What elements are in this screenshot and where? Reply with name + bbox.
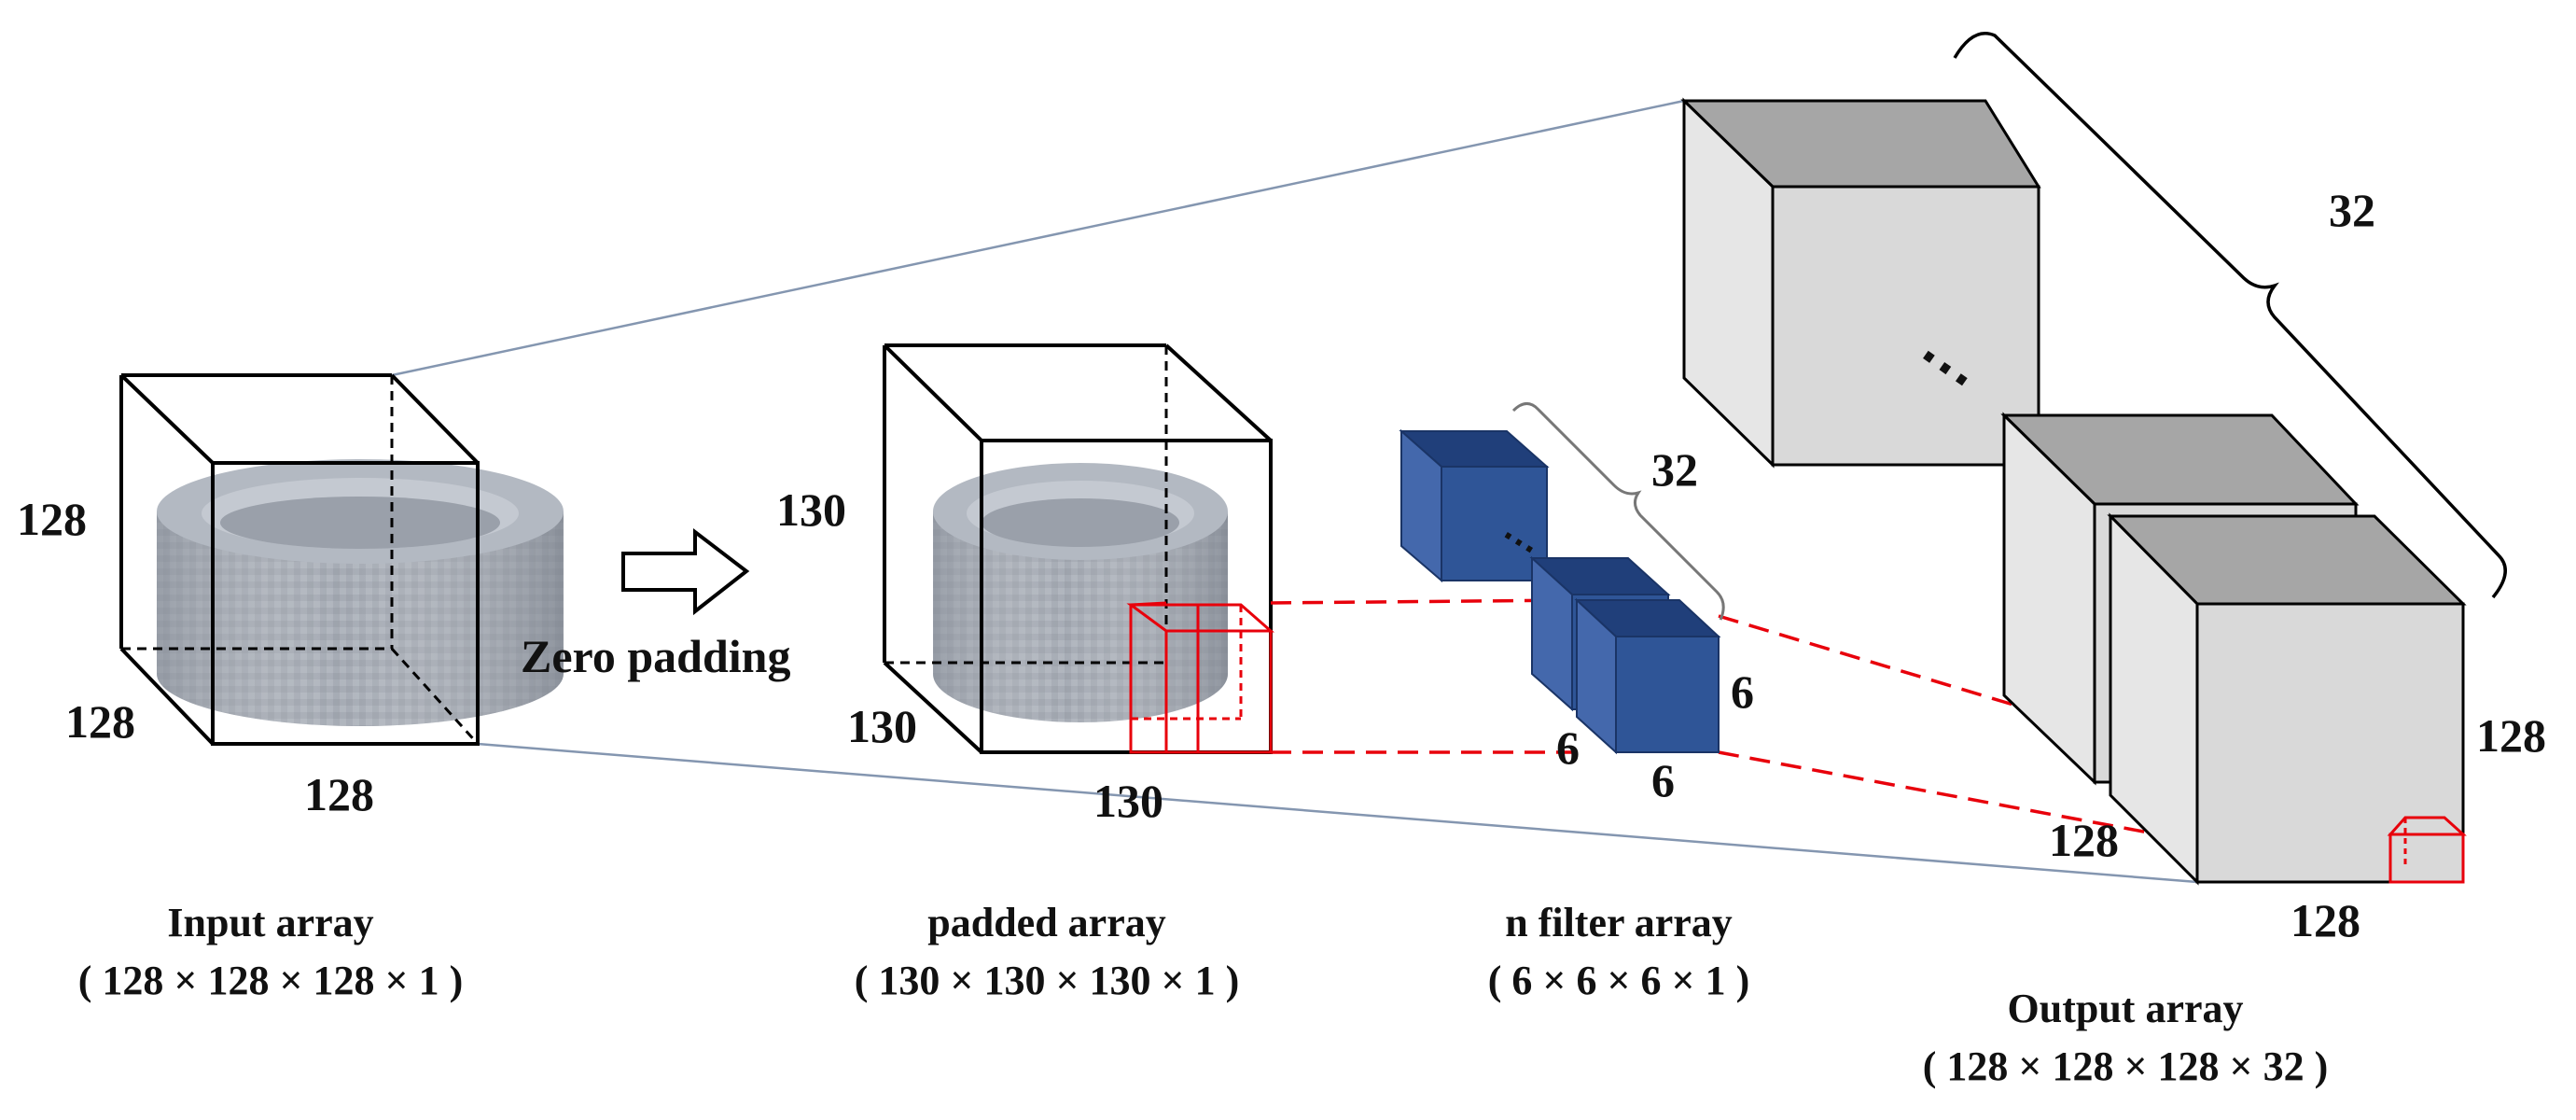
padded-caption-shape: ( 130 × 130 × 130 × 1 ) [855, 958, 1240, 1003]
output-count-bracket [1953, 32, 2507, 599]
input-caption-title: Input array [167, 900, 373, 945]
zero-padding-label: Zero padding [521, 630, 790, 682]
padded-height-label: 130 [776, 483, 846, 536]
output-cube-front [2107, 512, 2467, 886]
output-voxel-highlight [2387, 816, 2467, 884]
zero-padding-step: Zero padding [521, 527, 790, 682]
padded-cube-wireframe [883, 343, 1273, 754]
filter-height-label: 6 [1731, 665, 1754, 718]
output-count-label: 32 [2329, 184, 2375, 236]
hollow-right-arrow-icon [621, 527, 750, 616]
input-voxel-ring [157, 459, 564, 726]
filter-caption-shape: ( 6 × 6 × 6 × 1 ) [1488, 958, 1750, 1003]
guide-line-bottom [477, 742, 2198, 884]
filter-count-label: 32 [1651, 443, 1698, 496]
padded-array: 130 130 130 padded array ( 130 × 130 × 1… [776, 343, 1274, 1003]
output-width-label: 128 [2291, 894, 2360, 946]
padded-caption-title: padded array [927, 900, 1165, 945]
input-cube-wireframe [119, 373, 480, 746]
filter-array: ⋯ 32 6 6 6 n filter array ( 6 × 6 × 6 × … [1399, 402, 1754, 1003]
filter-caption-title: n filter array [1505, 900, 1733, 945]
input-array: 128 128 128 Input array ( 128 × 128 × 12… [17, 373, 564, 1003]
padded-width-label: 130 [1093, 775, 1163, 827]
input-width-label: 128 [304, 768, 374, 820]
filter-count-bracket [1511, 402, 1725, 621]
output-caption-shape: ( 128 × 128 × 128 × 32 ) [1923, 1043, 2329, 1089]
filter-cube-front [1574, 597, 1721, 755]
filter-depth-label: 6 [1556, 721, 1580, 774]
guide-line-top [391, 99, 1685, 377]
padded-voxel-ring [933, 463, 1228, 722]
output-height-label: 128 [2476, 709, 2546, 762]
input-depth-label: 128 [65, 695, 135, 748]
output-array: ⋯ 32 128 128 128 Output array ( 128 × 12… [1680, 32, 2546, 1089]
filter-width-label: 6 [1651, 754, 1675, 806]
output-caption-title: Output array [2008, 986, 2244, 1031]
filter-cube-back [1399, 428, 1550, 583]
output-cube-back [1680, 97, 2041, 469]
input-caption-shape: ( 128 × 128 × 128 × 1 ) [78, 958, 464, 1003]
output-depth-label: 128 [2049, 814, 2119, 866]
padded-depth-label: 130 [847, 700, 917, 752]
padded-receptive-window [1126, 601, 1274, 754]
input-height-label: 128 [17, 493, 87, 545]
